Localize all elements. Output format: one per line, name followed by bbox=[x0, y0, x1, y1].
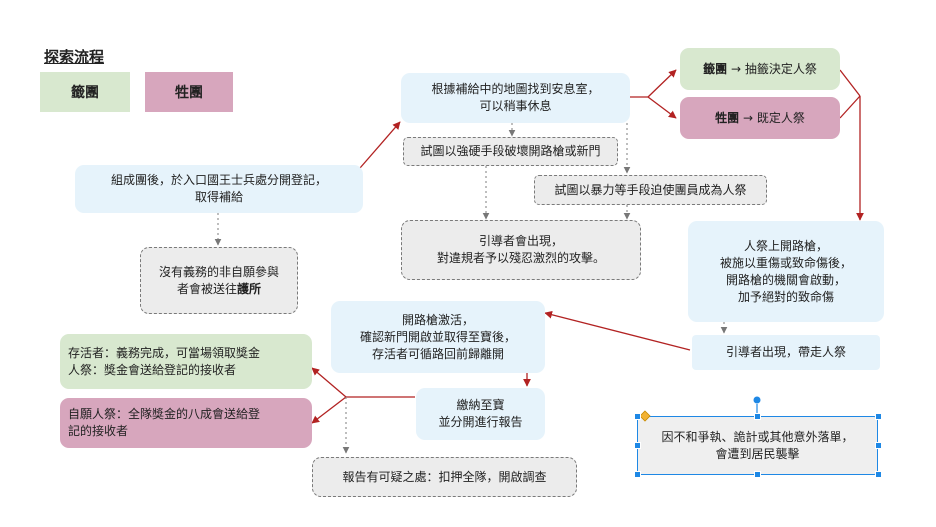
node-activate[interactable]: 開路槍激活， 確認新門開啟並取得至寶後， 存活者可循路回前歸離開 bbox=[331, 301, 545, 373]
node-suspicious[interactable]: 報告有可疑之處：扣押全隊，開啟調查 bbox=[312, 457, 577, 497]
node-sacrifice-pick-prefix: 牲團 bbox=[715, 110, 740, 125]
node-lottery-pick[interactable]: 籤團 → 抽籤決定人祭 bbox=[680, 48, 840, 90]
node-force-open-text: 試圖以強硬手段破壞開路槍或新門 bbox=[420, 144, 601, 158]
node-guide-attack-line-1: 引導者會出現， bbox=[478, 234, 563, 248]
resize-handle-top-left[interactable] bbox=[634, 413, 641, 420]
arrow-lottery-merge bbox=[839, 69, 861, 97]
resize-handle-top[interactable] bbox=[754, 413, 761, 420]
node-register[interactable]: 組成團後，於入口國王士兵處分開登記， 取得補給 bbox=[75, 165, 363, 213]
resize-handle-bottom[interactable] bbox=[754, 471, 761, 478]
node-dispute-selected[interactable]: 因不和爭執、詭計或其他意外落單， 會遭到居民襲擊 bbox=[637, 416, 878, 475]
node-no-obligation-line-1: 沒有義務的非自願參與 bbox=[158, 264, 279, 279]
node-sacrifice-pick-suffix: → 既定人祭 bbox=[739, 110, 805, 125]
arrow-sacrifice-merge bbox=[839, 95, 861, 119]
node-on-altar-line-1: 人祭上開路槍， bbox=[743, 238, 828, 253]
node-dispute-line-1: 因不和爭執、詭計或其他意外落單， bbox=[661, 429, 854, 444]
node-lottery-pick-prefix: 籤團 bbox=[703, 61, 728, 76]
node-on-altar[interactable]: 人祭上開路槍， 被施以重傷或致命傷後， 開路槍的機關會啟動， 加予絕對的致命傷 bbox=[688, 221, 884, 322]
node-survivor-line-2: 人祭：獎金會送給登記的接收者 bbox=[68, 362, 237, 377]
legend-title: 探索流程 bbox=[44, 48, 105, 66]
node-force-sacrifice-text: 試圖以暴力等手段迫使團員成為人祭 bbox=[554, 182, 747, 197]
node-force-open[interactable]: 試圖以強硬手段破壞開路槍或新門 bbox=[403, 137, 618, 166]
arrow-branch-to-volunteer bbox=[311, 396, 347, 424]
node-volunteer-line-1: 自願人祭：全隊獎金的八成會送給登 bbox=[68, 407, 261, 421]
node-no-obligation-line-2-text: 者會被送往 bbox=[176, 281, 237, 296]
arrow-register-to-room bbox=[359, 121, 401, 169]
legend-sacrifice: 牲團 bbox=[145, 72, 233, 112]
node-find-room-line-1: 根據補給中的地圖找到安息室， bbox=[431, 82, 600, 96]
node-register-line-2: 取得補給 bbox=[194, 190, 243, 204]
node-suspicious-text: 報告有可疑之處：扣押全隊，開啟調查 bbox=[342, 469, 547, 484]
node-find-room-line-2: 可以稍事休息 bbox=[479, 99, 552, 113]
node-sacrifice-pick[interactable]: 牲團 → 既定人祭 bbox=[680, 97, 840, 139]
resize-handle-top-right[interactable] bbox=[875, 413, 882, 420]
node-activate-line-2: 確認新門開啟並取得至寶後， bbox=[359, 329, 516, 344]
node-volunteer-line-2: 記的接收者 bbox=[68, 424, 129, 438]
node-on-altar-line-3: 開路槍的機關會啟動， bbox=[725, 272, 846, 287]
arrow-branch-to-survivor bbox=[311, 367, 347, 398]
node-dispute-line-2: 會遭到居民襲擊 bbox=[715, 446, 800, 461]
node-guide-attack[interactable]: 引導者會出現， 對違規者予以殘忍激烈的攻擊。 bbox=[401, 220, 641, 280]
node-find-room[interactable]: 根據補給中的地圖找到安息室， 可以稍事休息 bbox=[401, 73, 630, 123]
legend-lottery: 籤團 bbox=[40, 72, 130, 112]
node-activate-line-3: 存活者可循路回前歸離開 bbox=[371, 346, 504, 361]
node-on-altar-line-2: 被施以重傷或致命傷後， bbox=[719, 255, 852, 270]
node-no-obligation-line-2: 者會被送往護所 bbox=[177, 281, 261, 298]
arrow-fork-to-sacrifice bbox=[647, 96, 677, 119]
node-register-line-1: 組成團後，於入口國王士兵處分開登記， bbox=[110, 173, 327, 187]
node-volunteer[interactable]: 自願人祭：全隊獎金的八成會送給登 記的接收者 bbox=[60, 398, 312, 448]
resize-handle-right[interactable] bbox=[875, 442, 882, 449]
node-deliver[interactable]: 繳納至寶 並分開進行報告 bbox=[416, 388, 545, 440]
node-survivor[interactable]: 存活者：義務完成，可當場領取獎金 人祭：獎金會送給登記的接收者 bbox=[60, 334, 312, 389]
node-no-obligation-bold: 護所 bbox=[237, 281, 262, 296]
node-activate-line-1: 開路槍激活， bbox=[401, 312, 474, 327]
node-guide-take[interactable]: 引導者出現，帶走人祭 bbox=[692, 335, 880, 370]
resize-handle-bottom-right[interactable] bbox=[875, 471, 882, 478]
arrow-fork-to-lottery bbox=[647, 69, 677, 98]
node-lottery-pick-suffix: → 抽籤決定人祭 bbox=[727, 61, 817, 76]
arrow-take-to-activate bbox=[544, 310, 691, 351]
node-deliver-line-2: 並分開進行報告 bbox=[438, 415, 523, 429]
node-guide-take-text: 引導者出現，帶走人祭 bbox=[725, 345, 846, 359]
resize-handle-bottom-left[interactable] bbox=[634, 471, 641, 478]
node-on-altar-line-4: 加予絕對的致命傷 bbox=[737, 289, 834, 304]
resize-handle-left[interactable] bbox=[634, 442, 641, 449]
node-force-sacrifice[interactable]: 試圖以暴力等手段迫使團員成為人祭 bbox=[534, 175, 767, 205]
node-no-obligation[interactable]: 沒有義務的非自願參與 者會被送往護所 bbox=[140, 247, 298, 314]
node-survivor-line-1: 存活者：義務完成，可當場領取獎金 bbox=[68, 345, 261, 360]
node-guide-attack-line-2: 對違規者予以殘忍激烈的攻擊。 bbox=[436, 251, 605, 265]
node-deliver-line-1: 繳納至寶 bbox=[456, 398, 505, 412]
